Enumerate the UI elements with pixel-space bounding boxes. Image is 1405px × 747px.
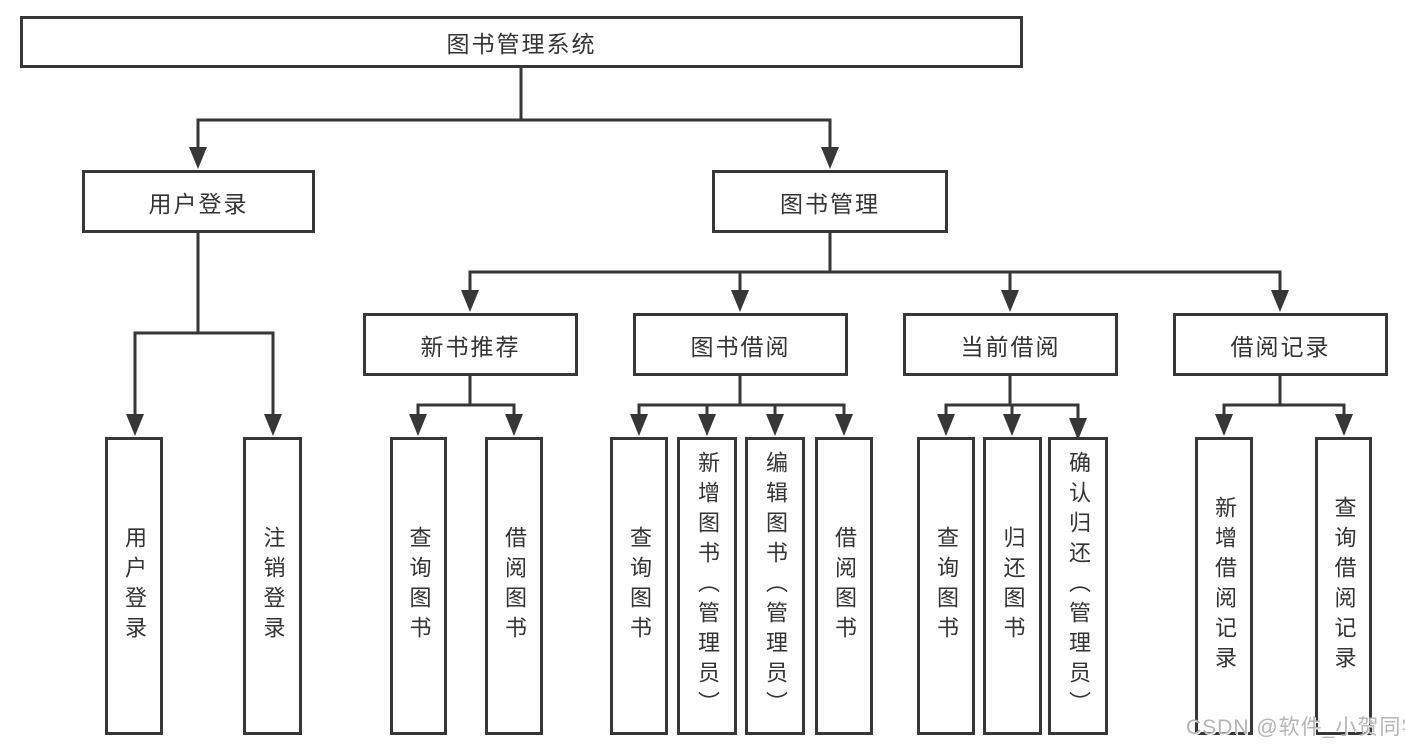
node-current-borrow: 当前借阅 — [903, 313, 1118, 376]
leaf-add-books-admin: 新增图书（管理员） — [677, 437, 737, 735]
leaf-edit-books-admin-label: 编辑图书（管理员） — [763, 451, 788, 721]
node-user-login-label: 用户登录 — [148, 190, 249, 217]
leaf-borrow-books-recommend: 借阅图书 — [485, 437, 543, 735]
node-book-management: 图书管理 — [712, 170, 948, 233]
node-user-login: 用户登录 — [82, 170, 315, 233]
branch-root — [189, 66, 839, 169]
branch-current — [937, 374, 1087, 440]
leaf-add-books-admin-label: 新增图书（管理员） — [695, 451, 720, 721]
csdn-watermark: CSDN @软件_小贺同学 — [1186, 716, 1405, 739]
leaf-query-books-recommend-label: 查询图书 — [406, 526, 432, 646]
leaf-user-login-label: 用户登录 — [122, 526, 147, 646]
leaf-user-login: 用户登录 — [105, 437, 163, 735]
leaf-borrow-books: 借阅图书 — [815, 437, 873, 735]
branch-borrow — [630, 374, 853, 436]
leaf-logout: 注销登录 — [243, 437, 302, 735]
leaf-confirm-return-admin-label: 确认归还（管理员） — [1066, 451, 1091, 721]
branch-new-book — [409, 374, 523, 436]
leaf-query-books-recommend: 查询图书 — [390, 437, 447, 735]
leaf-add-borrow-record: 新增借阅记录 — [1195, 437, 1253, 735]
leaf-confirm-return-admin: 确认归还（管理员） — [1048, 437, 1108, 735]
node-root-label: 图书管理系统 — [446, 31, 597, 57]
node-book-management-label: 图书管理 — [780, 190, 880, 217]
leaf-edit-books-admin: 编辑图书（管理员） — [745, 437, 805, 735]
branch-user-login — [126, 231, 282, 436]
leaf-borrow-books-recommend-label: 借阅图书 — [502, 526, 527, 646]
leaf-query-books-borrow-label: 查询图书 — [627, 526, 652, 646]
node-root-system: 图书管理系统 — [20, 16, 1023, 68]
leaf-return-books: 归还图书 — [983, 437, 1042, 735]
node-book-borrow-label: 图书借阅 — [690, 333, 791, 360]
node-current-borrow-label: 当前借阅 — [960, 333, 1061, 360]
node-borrow-records: 借阅记录 — [1173, 313, 1388, 376]
leaf-add-borrow-record-label: 新增借阅记录 — [1212, 496, 1237, 676]
node-new-book-recommend: 新书推荐 — [363, 313, 578, 376]
leaf-query-books-borrow: 查询图书 — [610, 437, 668, 735]
leaf-query-books-current-label: 查询图书 — [934, 526, 959, 646]
leaf-borrow-books-label: 借阅图书 — [832, 526, 857, 646]
leaf-query-borrow-record-label: 查询借阅记录 — [1331, 496, 1357, 676]
leaf-query-borrow-record: 查询借阅记录 — [1315, 437, 1372, 735]
node-borrow-records-label: 借阅记录 — [1230, 333, 1331, 360]
leaf-query-books-current: 查询图书 — [917, 437, 975, 735]
branch-records — [1215, 374, 1353, 436]
node-book-borrow: 图书借阅 — [633, 313, 848, 376]
leaf-return-books-label: 归还图书 — [1000, 526, 1026, 646]
leaf-logout-label: 注销登录 — [260, 526, 286, 646]
branch-book-mgmt — [461, 231, 1289, 312]
node-new-book-recommend-label: 新书推荐 — [420, 333, 521, 360]
